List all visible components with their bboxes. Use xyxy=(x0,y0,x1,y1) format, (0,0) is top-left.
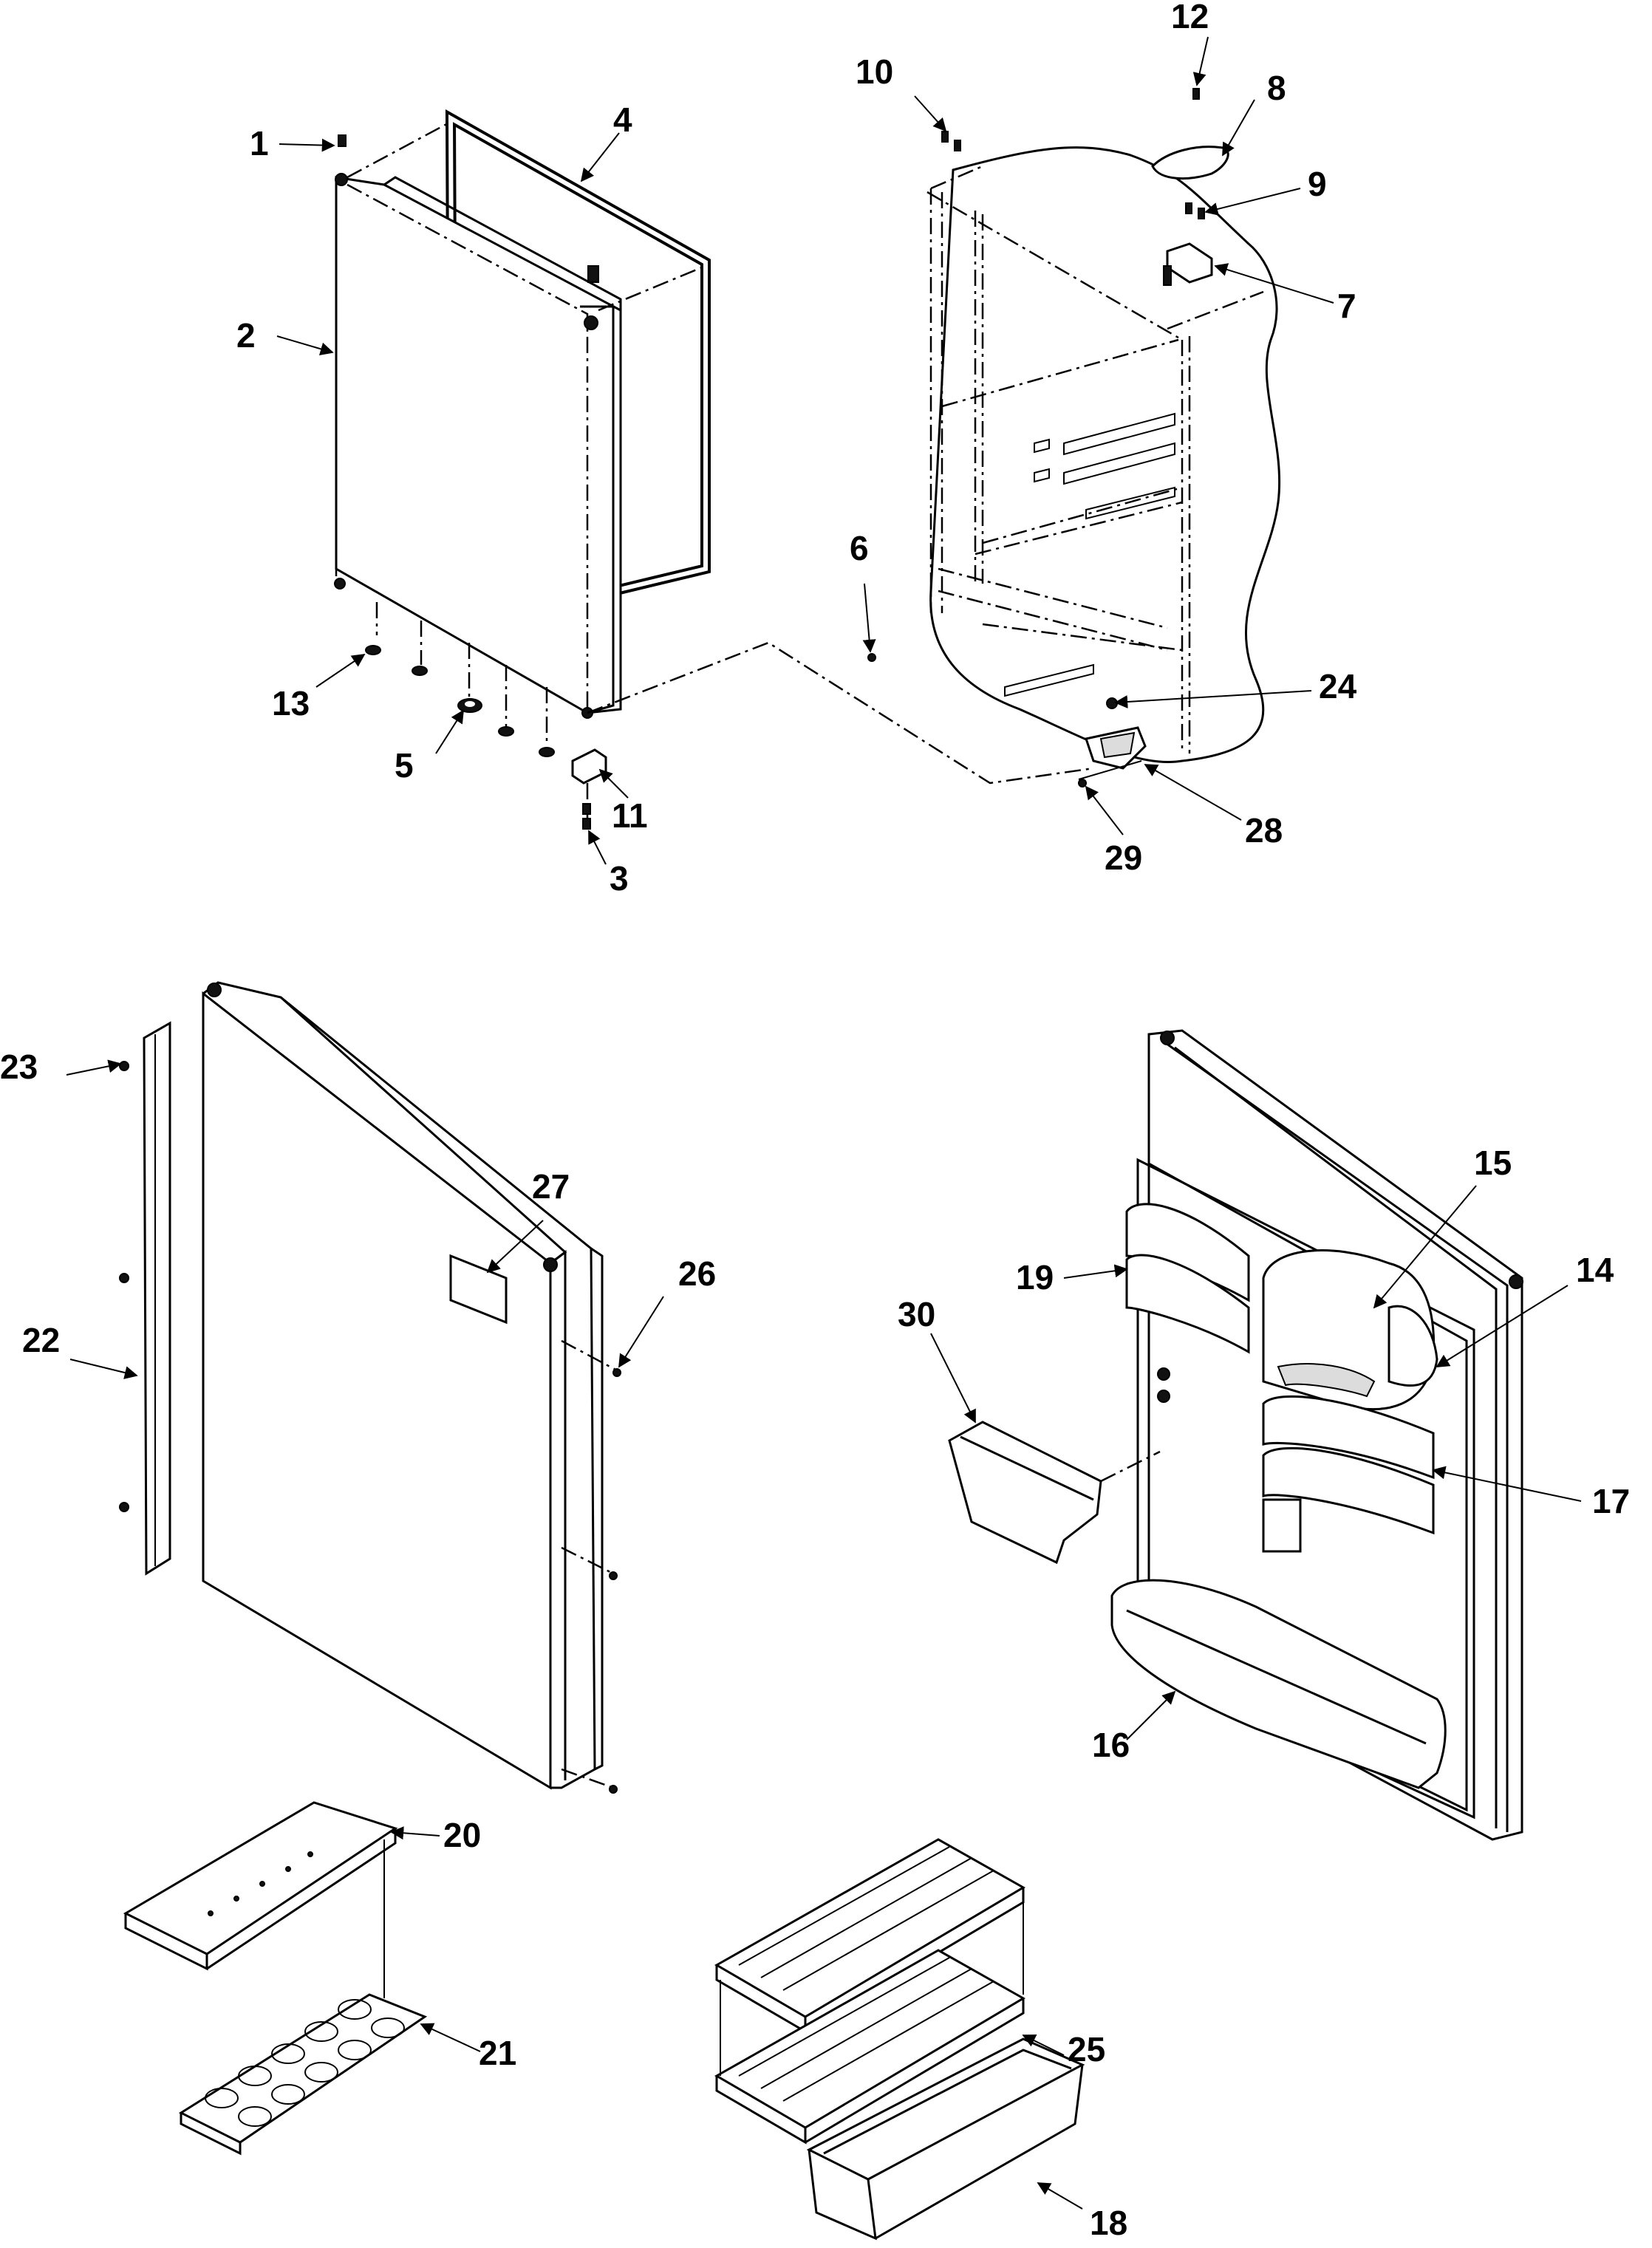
callout-21: 21 xyxy=(479,2034,516,2072)
callout-29: 29 xyxy=(1105,838,1142,877)
callout-17: 17 xyxy=(1592,1482,1630,1520)
screw-9a xyxy=(1185,202,1192,214)
screw-1 xyxy=(338,134,347,147)
top-hinge-7 xyxy=(1163,242,1213,286)
callout-1: 1 xyxy=(250,124,269,163)
callout-10: 10 xyxy=(856,52,893,91)
callout-19: 19 xyxy=(1016,1258,1054,1296)
trim-strip-22 xyxy=(119,1021,171,1576)
callout-24: 24 xyxy=(1319,667,1357,706)
dairy-compartment-15 xyxy=(1262,1249,1438,1410)
door-shelf-16 xyxy=(1110,1579,1447,1789)
callout-20: 20 xyxy=(443,1816,481,1854)
callout-27: 27 xyxy=(532,1167,570,1206)
callout-28: 28 xyxy=(1245,811,1283,850)
door-shelf-17 xyxy=(1262,1395,1435,1553)
callout-14: 14 xyxy=(1576,1251,1614,1289)
tray-20 xyxy=(123,1801,398,1998)
door-bin-30 xyxy=(948,1421,1161,1565)
callout-26: 26 xyxy=(678,1254,716,1293)
callout-13: 13 xyxy=(272,684,310,722)
callout-30: 30 xyxy=(898,1295,935,1333)
plug-buttons-13 xyxy=(365,645,555,757)
callout-8: 8 xyxy=(1267,69,1286,107)
callout-18: 18 xyxy=(1090,2204,1127,2242)
callout-12: 12 xyxy=(1171,0,1209,35)
cabinet-assembly xyxy=(867,88,1281,788)
callout-25: 25 xyxy=(1068,2030,1105,2068)
bottom-hinge-11 xyxy=(571,748,607,830)
screw-10b xyxy=(954,140,961,151)
callout-23: 23 xyxy=(0,1048,38,1086)
door-liner-assembly xyxy=(948,1029,1523,1841)
door-panel-2 xyxy=(334,173,622,719)
callout-2: 2 xyxy=(236,316,256,355)
screw-9b xyxy=(1198,208,1205,219)
callout-4: 4 xyxy=(613,100,632,139)
freezer-door-assembly xyxy=(334,109,1094,830)
washer-5 xyxy=(457,698,482,713)
screw-12 xyxy=(1192,88,1200,100)
plug-6 xyxy=(867,653,876,662)
callout-6: 6 xyxy=(850,529,869,567)
callout-5: 5 xyxy=(395,746,414,785)
callout-7: 7 xyxy=(1337,287,1356,325)
ice-trays-25 xyxy=(714,1838,1025,2145)
callout-15: 15 xyxy=(1474,1144,1512,1182)
door-outer-panel xyxy=(119,981,621,1794)
callout-3: 3 xyxy=(610,859,629,898)
callout-16: 16 xyxy=(1092,1726,1130,1764)
leader-lines xyxy=(66,36,1582,2210)
screw-10a xyxy=(941,131,949,143)
ice-bucket-18 xyxy=(806,2037,1085,2241)
hinge-cover-8 xyxy=(1151,146,1229,180)
callout-11: 11 xyxy=(612,796,648,835)
door-shelf-19 xyxy=(1125,1203,1250,1354)
callout-22: 22 xyxy=(22,1321,60,1359)
egg-tray-21 xyxy=(178,1993,428,2156)
bottom-hinge-28 xyxy=(1078,697,1147,788)
callout-9: 9 xyxy=(1308,165,1327,203)
